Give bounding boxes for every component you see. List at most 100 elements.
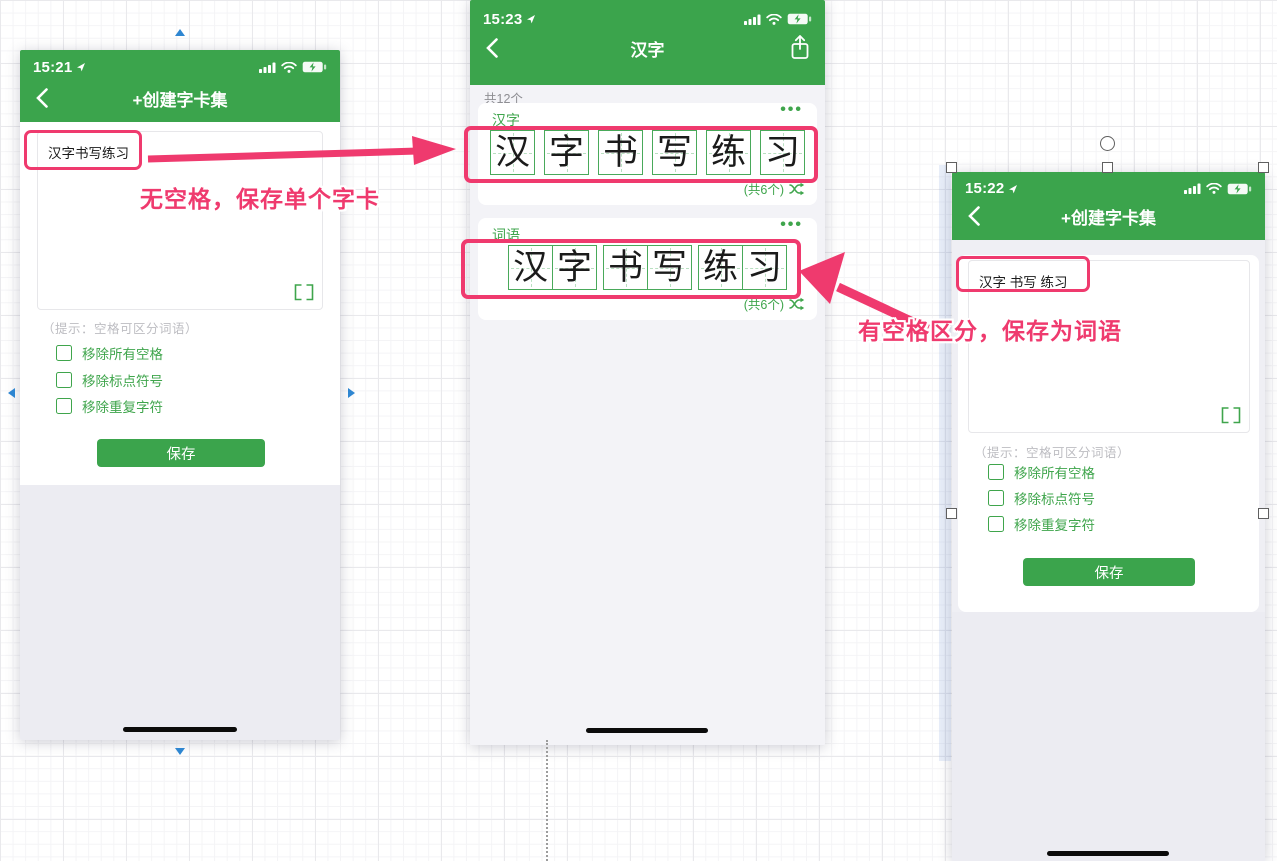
home-indicator	[123, 726, 237, 732]
expand-icon[interactable]	[294, 284, 314, 301]
section-card-ciyu[interactable]: 词语 ••• 汉 字 书 写 练 习 (共6个)	[478, 216, 817, 320]
wifi-icon	[1206, 183, 1222, 194]
save-button[interactable]: 保存	[1023, 558, 1195, 586]
checkbox-icon[interactable]	[56, 372, 72, 388]
page-title: +创建字卡集	[1061, 209, 1156, 228]
cell-character: 书	[607, 248, 643, 287]
cell-character: 字	[556, 248, 592, 287]
clock-text: 15:21	[33, 58, 73, 76]
nav-row: +创建字卡集	[952, 198, 1265, 236]
section-count: (共6个)	[743, 183, 784, 197]
selection-handle-top-right[interactable]	[1258, 162, 1269, 173]
option-remove-duplicates[interactable]: 移除重复字符	[988, 514, 1095, 534]
tianzige-cell: 习	[760, 130, 805, 175]
section-footer: (共6个)	[744, 179, 805, 198]
hint-text: （提示：空格可区分词语）	[974, 446, 1131, 460]
tianzige-cell: 汉	[490, 130, 535, 175]
option-remove-duplicates[interactable]: 移除重复字符	[56, 396, 163, 416]
character-grid-row: 汉 字 书 写 练 习	[478, 130, 817, 175]
option-remove-spaces[interactable]: 移除所有空格	[988, 462, 1095, 482]
blue-marker-top	[175, 29, 185, 36]
screenshot-phone-middle: 15:23 汉字 共12个 汉字 ••• 汉 字 书	[470, 0, 825, 745]
option-label: 移除重复字符	[1014, 518, 1095, 533]
page-title: +创建字卡集	[132, 91, 228, 110]
checkbox-icon[interactable]	[56, 345, 72, 361]
navbar-middle: 15:23 汉字	[470, 0, 825, 85]
more-options-icon[interactable]: •••	[780, 101, 803, 118]
characters-textarea[interactable]: 汉字 书写 练习	[968, 260, 1250, 433]
home-indicator	[586, 727, 708, 733]
textarea-value: 汉字书写练习	[48, 146, 129, 161]
rotation-handle[interactable]	[1100, 136, 1115, 151]
tianzige-cell: 书	[598, 130, 643, 175]
expand-icon[interactable]	[1221, 407, 1241, 424]
highlight-box-left-input	[24, 130, 142, 170]
cell-character: 习	[764, 133, 800, 172]
checkbox-icon[interactable]	[56, 398, 72, 414]
option-remove-spaces[interactable]: 移除所有空格	[56, 343, 163, 363]
shuffle-icon[interactable]	[789, 182, 805, 196]
checkbox-icon[interactable]	[988, 464, 1004, 480]
clock-text: 15:23	[483, 10, 523, 28]
save-button[interactable]: 保存	[97, 439, 265, 467]
location-arrow-icon	[1009, 184, 1018, 193]
cell-character: 汉	[512, 248, 548, 287]
back-chevron-icon[interactable]	[36, 88, 48, 108]
battery-charging-icon	[787, 13, 812, 25]
cell-character: 书	[602, 133, 638, 172]
screenshot-phone-right: 15:22 +创建字卡集 汉字 书写 练习 （提示：空格可区分词语）	[952, 172, 1265, 861]
navbar-right: 15:22 +创建字卡集	[952, 172, 1265, 240]
tianzige-cell: 写	[652, 130, 697, 175]
highlight-box-right-input	[956, 256, 1090, 292]
blue-marker-right	[348, 388, 355, 398]
cell-character: 写	[656, 133, 692, 172]
selection-handle-mid-right[interactable]	[1258, 508, 1269, 519]
cell-character: 练	[702, 248, 738, 287]
selection-handle-mid-left[interactable]	[946, 508, 957, 519]
textarea-value: 汉字 书写 练习	[979, 275, 1068, 290]
signal-icon	[1184, 183, 1201, 194]
battery-charging-icon	[302, 61, 327, 73]
blue-marker-bottom	[175, 748, 185, 755]
option-label: 移除标点符号	[1014, 492, 1095, 507]
selection-handle-top-center[interactable]	[1102, 162, 1113, 173]
selection-handle-top-left[interactable]	[946, 162, 957, 173]
snap-guide-band	[939, 165, 951, 761]
more-options-icon[interactable]: •••	[780, 216, 803, 233]
cell-character: 字	[548, 133, 584, 172]
word-box: 书 写	[603, 245, 692, 290]
back-chevron-icon[interactable]	[486, 38, 498, 58]
nav-row: +创建字卡集	[20, 76, 340, 120]
phone-footer-area	[20, 485, 340, 740]
page-title: 汉字	[630, 41, 665, 60]
wifi-icon	[766, 13, 782, 25]
status-bar: 15:21	[20, 50, 340, 76]
option-remove-punctuation[interactable]: 移除标点符号	[56, 370, 163, 390]
location-arrow-icon	[527, 15, 536, 24]
cell-character: 练	[710, 133, 746, 172]
checkbox-icon[interactable]	[988, 516, 1004, 532]
dotted-guide-line	[546, 740, 548, 861]
wifi-icon	[281, 61, 297, 73]
section-count: (共6个)	[743, 298, 784, 312]
share-icon[interactable]	[789, 34, 811, 62]
highlight-box-hanzi-row	[464, 126, 818, 183]
option-remove-punctuation[interactable]: 移除标点符号	[988, 488, 1095, 508]
hint-text: （提示：空格可区分词语）	[42, 322, 199, 336]
total-count-text: 共12个	[484, 92, 523, 106]
status-bar: 15:22	[952, 172, 1265, 198]
option-label: 移除重复字符	[82, 400, 163, 415]
home-indicator	[1047, 850, 1169, 856]
word-box: 汉 字	[508, 245, 597, 290]
option-label: 移除所有空格	[82, 347, 163, 362]
checkbox-icon[interactable]	[988, 490, 1004, 506]
cell-character: 习	[746, 248, 782, 287]
option-label: 移除标点符号	[82, 374, 163, 389]
option-label: 移除所有空格	[1014, 466, 1095, 481]
create-form: 汉字书写练习 （提示：空格可区分词语） 移除所有空格 移除标点符号 移除重复字符…	[20, 122, 340, 485]
cell-character: 写	[651, 248, 687, 287]
section-card-hanzi[interactable]: 汉字 ••• 汉 字 书 写 练 习 (共6个)	[478, 101, 817, 205]
section-label: 汉字	[492, 112, 520, 128]
back-chevron-icon[interactable]	[968, 206, 980, 226]
